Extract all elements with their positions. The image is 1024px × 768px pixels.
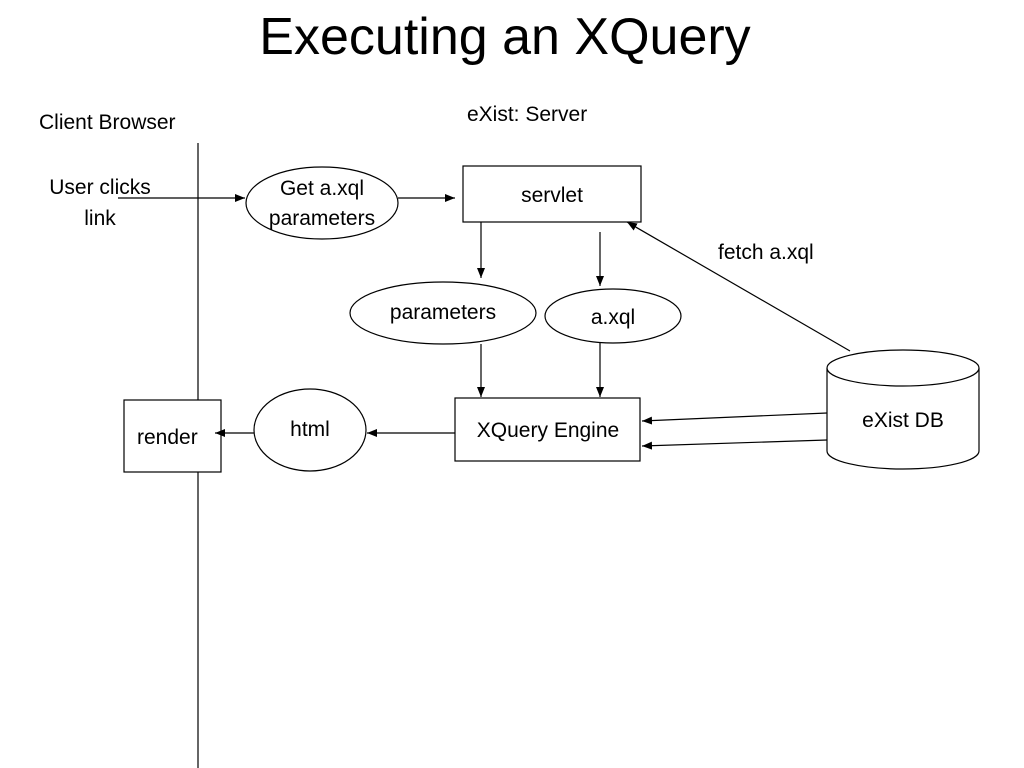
request-label-line1: Get a.xql bbox=[279, 177, 365, 200]
db-to-engine-arrow-1 bbox=[641, 412, 828, 425]
fetch-label: fetch a.xql bbox=[718, 241, 814, 264]
html-label: html bbox=[290, 418, 330, 441]
server-section-label: eXist: Server bbox=[467, 103, 588, 126]
servlet-box bbox=[462, 165, 642, 223]
parameters-label: parameters bbox=[389, 301, 497, 324]
client-section-label: Client Browser bbox=[39, 111, 176, 134]
query-file-ellipse bbox=[544, 288, 682, 344]
render-box bbox=[123, 399, 222, 473]
database-label: eXist DB bbox=[862, 409, 944, 432]
render-label: render bbox=[137, 426, 198, 449]
db-to-engine-arrow-2 bbox=[641, 439, 828, 450]
page-title: Executing an XQuery bbox=[259, 8, 751, 66]
html-ellipse bbox=[253, 388, 367, 472]
parameters-ellipse bbox=[349, 281, 537, 345]
servlet-label: servlet bbox=[521, 184, 583, 207]
fetch-arrow bbox=[626, 221, 851, 352]
engine-box bbox=[454, 397, 641, 462]
user-action-label-line1: User clicks bbox=[49, 176, 151, 199]
user-action-label-line2: link bbox=[84, 207, 116, 230]
query-file-label: a.xql bbox=[590, 306, 636, 329]
database-cylinder bbox=[826, 349, 980, 470]
request-ellipse bbox=[245, 166, 399, 240]
request-label-line2: parameters bbox=[268, 207, 376, 230]
engine-label: XQuery Engine bbox=[476, 419, 620, 442]
